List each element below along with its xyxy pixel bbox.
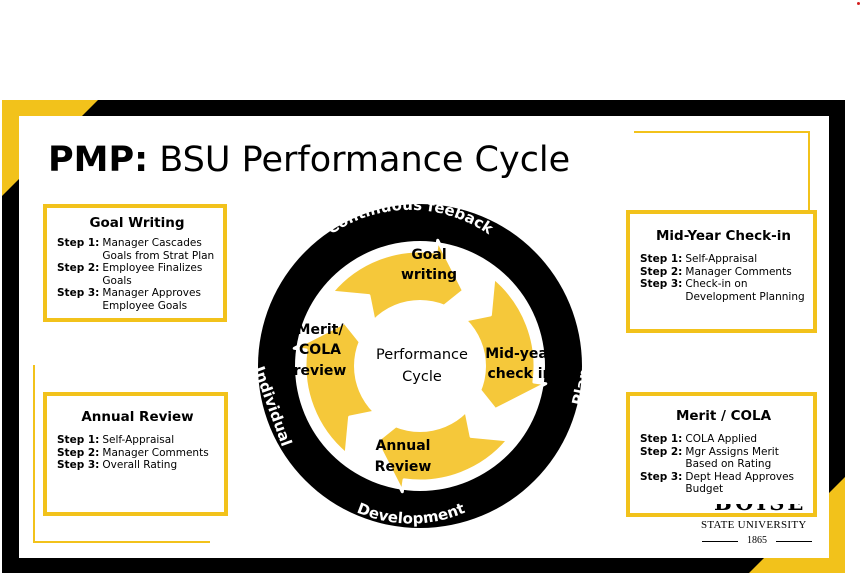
step-row: Step 3:Manager Approves Employee Goals	[57, 287, 217, 312]
step-label: Step 3:	[57, 287, 100, 299]
accent-line-right-top-v	[808, 131, 810, 213]
stage-goal-line1: Goal	[411, 247, 446, 263]
center-label-line1: Performance	[376, 347, 468, 363]
university-logo-year: 1865	[702, 535, 812, 549]
goal-writing-steps: Step 1:Manager Cascades Goals from Strat…	[57, 237, 217, 312]
step-label: Step 3:	[640, 470, 683, 483]
step-text: Mgr Assigns Merit Based on Rating	[685, 445, 779, 471]
step-text: Manager Comments	[685, 265, 792, 278]
step-text: COLA Applied	[685, 433, 758, 445]
step-text: Self-Appraisal	[685, 253, 758, 265]
accent-line-left-bottom-v	[33, 365, 35, 541]
step-row: Step 2:Mgr Assigns Merit Based on Rating	[640, 446, 807, 471]
annual-review-box: Annual Review Step 1:Self-Appraisal Step…	[43, 392, 228, 516]
step-label: Step 2:	[640, 445, 683, 458]
stage-annual-line1: Annual	[376, 438, 431, 454]
stage-annual-line2: Review	[375, 459, 432, 475]
goal-writing-title: Goal Writing	[89, 215, 185, 231]
step-text: Self-Appraisal	[102, 434, 175, 446]
page-title: PMP: BSU Performance Cycle	[48, 140, 570, 180]
mid-year-steps: Step 1:Self-Appraisal Step 2:Manager Com…	[640, 253, 807, 303]
step-label: Step 3:	[57, 459, 100, 471]
university-logo-wordmark: BOISE	[706, 504, 811, 512]
step-row: Step 3:Dept Head Approves Budget	[640, 471, 807, 496]
stage-midyear-line1: Mid-year	[485, 346, 555, 362]
step-text: Dept Head Approves Budget	[685, 470, 795, 496]
step-row: Step 2:Employee Finalizes Goals	[57, 262, 217, 287]
step-text: Employee Finalizes Goals	[102, 262, 203, 287]
step-label: Step 1:	[640, 253, 683, 265]
stage-merit-line2: COLA	[299, 342, 341, 358]
stage-midyear-line2: check in	[487, 366, 552, 382]
step-text: Check-in on Development Planning	[685, 278, 805, 303]
step-text: Overall Rating	[102, 459, 178, 471]
step-row: Step 1:Self-Appraisal	[640, 253, 807, 266]
step-label: Step 2:	[640, 265, 683, 278]
accent-line-right-top-h	[634, 131, 809, 133]
merit-cola-steps: Step 1:COLA Applied Step 2:Mgr Assigns M…	[640, 433, 807, 496]
step-row: Step 3:Check-in on Development Planning	[640, 278, 807, 303]
university-logo-name: STATE UNIVERSITY	[701, 519, 807, 531]
step-label: Step 1:	[57, 434, 100, 446]
step-row: Step 1:Manager Cascades Goals from Strat…	[57, 237, 217, 262]
step-label: Step 3:	[640, 278, 683, 290]
title-prefix: PMP:	[48, 140, 149, 180]
step-row: Step 1:Self-Appraisal	[57, 434, 218, 447]
accent-line-left-bottom-h	[33, 541, 210, 543]
step-row: Step 1:COLA Applied	[640, 433, 807, 446]
step-label: Step 2:	[57, 262, 100, 274]
goal-writing-box: Goal Writing Step 1:Manager Cascades Goa…	[43, 204, 227, 322]
step-label: Step 1:	[640, 433, 683, 445]
mid-year-title: Mid-Year Check-in	[656, 228, 791, 244]
mid-year-box: Mid-Year Check-in Step 1:Self-Appraisal …	[626, 210, 817, 333]
stage-goal-line2: writing	[401, 267, 457, 283]
step-text: Manager Cascades Goals from Strat Plan	[102, 237, 215, 262]
annual-review-title: Annual Review	[81, 409, 194, 425]
cycle-center	[354, 300, 486, 432]
step-row: Step 3:Overall Rating	[57, 459, 218, 472]
merit-cola-title: Merit / COLA	[675, 408, 772, 424]
stage-merit-line1: Merit/	[297, 322, 345, 338]
step-label: Step 1:	[57, 237, 100, 249]
step-text: Manager Comments	[102, 446, 209, 459]
annual-review-steps: Step 1:Self-Appraisal Step 2:Manager Com…	[57, 434, 218, 472]
step-text: Manager Approves Employee Goals	[102, 287, 201, 312]
center-label-line2: Cycle	[402, 369, 442, 385]
title-text: BSU Performance Cycle	[148, 140, 571, 180]
step-row: Step 2:Manager Comments	[640, 266, 807, 279]
red-dot-mark	[857, 2, 860, 5]
stage-merit-line3: review	[294, 363, 347, 379]
step-row: Step 2:Manager Comments	[57, 447, 218, 460]
step-label: Step 2:	[57, 446, 100, 459]
merit-cola-box: Merit / COLA Step 1:COLA Applied Step 2:…	[626, 392, 817, 517]
